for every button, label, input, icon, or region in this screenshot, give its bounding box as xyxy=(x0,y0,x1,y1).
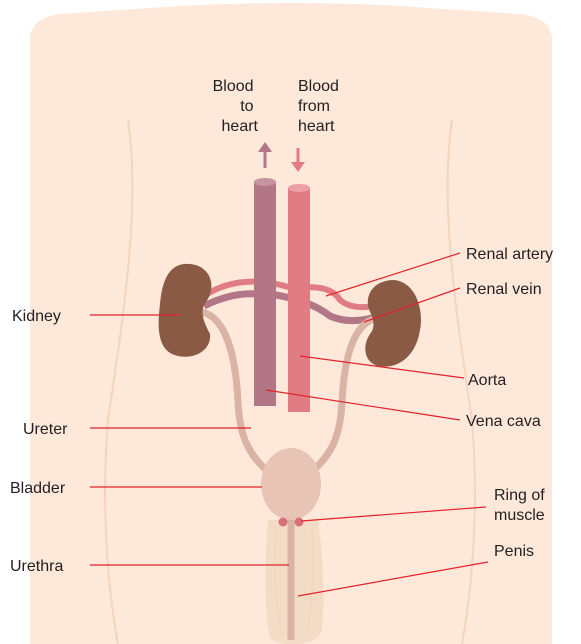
vena-cava-top xyxy=(254,178,276,186)
ring-of-muscle-left xyxy=(279,518,288,527)
label-ureter: Ureter xyxy=(23,421,68,438)
label-kidney: Kidney xyxy=(12,308,61,325)
label-bladder: Bladder xyxy=(10,480,66,497)
label-renal-artery: Renal artery xyxy=(466,246,553,263)
ring-of-muscle-right xyxy=(295,518,304,527)
label-aorta: Aorta xyxy=(468,372,506,389)
aorta xyxy=(288,188,310,412)
bladder-shape xyxy=(261,448,321,520)
label-penis: Penis xyxy=(494,543,534,560)
label-vena-cava: Vena cava xyxy=(466,413,541,430)
vena-cava xyxy=(254,182,276,406)
label-renal-vein: Renal vein xyxy=(466,281,542,298)
aorta-top xyxy=(288,184,310,192)
label-urethra: Urethra xyxy=(10,558,63,575)
